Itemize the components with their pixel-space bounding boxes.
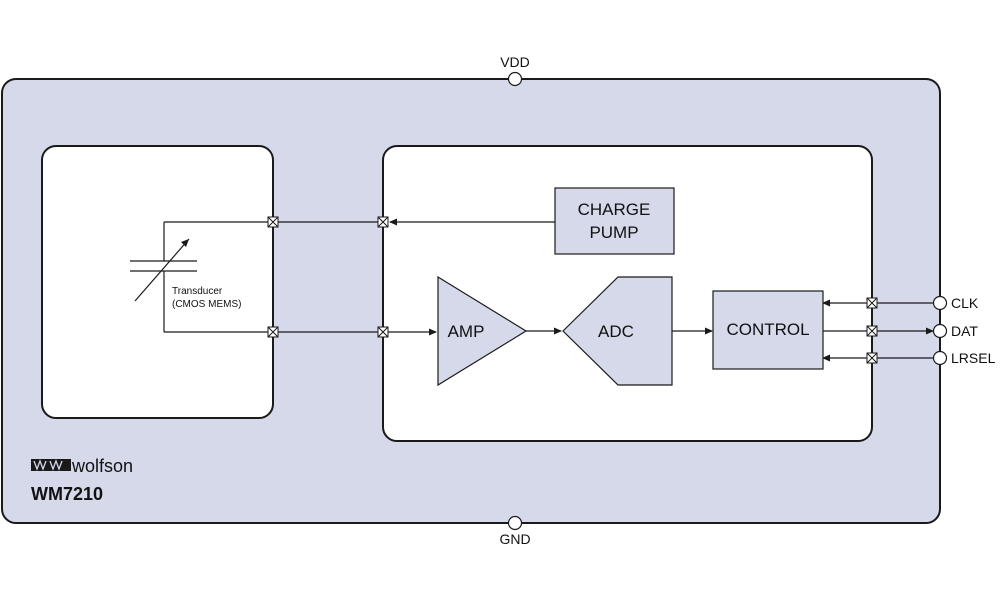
bond-pad — [377, 216, 389, 228]
dat-pin — [932, 323, 948, 339]
control-block — [712, 290, 824, 370]
wolfson-logo-text: wolfson — [71, 456, 133, 476]
bond-pad — [267, 326, 279, 338]
adc-label: ADC — [598, 322, 634, 341]
transducer-label-line2: (CMOS MEMS) — [172, 299, 241, 310]
charge-pump-label-line2: PUMP — [589, 223, 638, 242]
lrsel-label: LRSEL — [951, 350, 996, 366]
wolfson-logo: wolfson — [31, 456, 133, 476]
bond-pad — [267, 216, 279, 228]
variable-capacitor-symbol — [130, 221, 273, 333]
gnd-label: GND — [499, 531, 530, 547]
vdd-pin — [507, 71, 523, 87]
amp-block — [437, 275, 528, 387]
clk-pin — [932, 295, 948, 311]
charge-pump-block — [554, 187, 675, 255]
clk-label: CLK — [951, 295, 979, 311]
charge-pump-label-line1: CHARGE — [578, 200, 651, 219]
amp-label: AMP — [448, 322, 485, 341]
part-number: WM7210 — [31, 484, 103, 504]
adc-block — [562, 276, 673, 386]
lrsel-pin — [932, 350, 948, 366]
vdd-label: VDD — [500, 54, 530, 70]
control-label: CONTROL — [726, 320, 809, 339]
transducer-panel — [41, 145, 274, 419]
variable-arrow-head — [181, 239, 189, 247]
bond-pad — [866, 297, 878, 309]
transducer-label-line1: Transducer — [172, 286, 223, 297]
bond-pad — [866, 352, 878, 364]
bond-pad — [377, 326, 389, 338]
dat-label: DAT — [951, 323, 978, 339]
bond-pad — [866, 325, 878, 337]
gnd-pin — [507, 515, 523, 531]
